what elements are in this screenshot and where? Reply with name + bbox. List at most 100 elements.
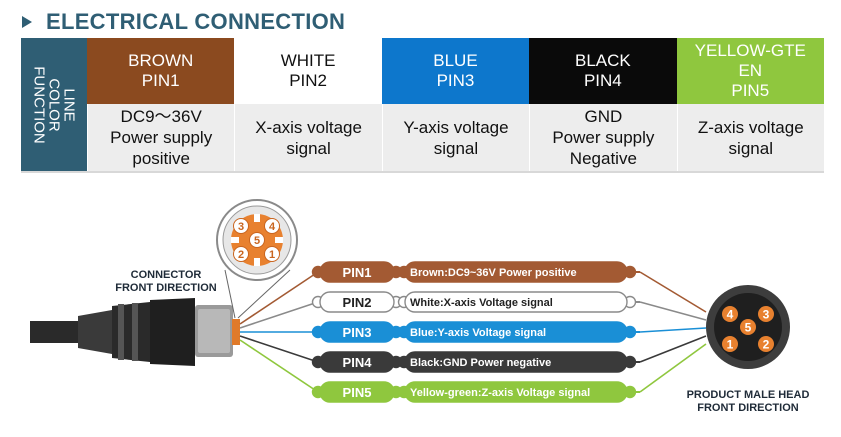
wire-line <box>239 339 319 393</box>
desc-pill <box>404 291 628 313</box>
wire-description: Yellow-green:Z-axis Voltage signal <box>410 387 590 399</box>
male-pin-dot <box>722 306 738 322</box>
line-color-cell: BROWN PIN1 <box>87 38 235 104</box>
function-line: GND <box>584 107 623 126</box>
male-pin-number: 5 <box>745 321 752 335</box>
connector-direction-label: CONNECTOR <box>131 269 202 281</box>
pin-label: PIN5 <box>731 81 770 100</box>
pin-table: LINE COLOR FUNCTION BROWN PIN1 DC9～36V P… <box>21 38 824 173</box>
male-pin-number: 4 <box>727 308 734 322</box>
wire-line <box>639 327 707 333</box>
function-cell: X-axis voltage signal <box>234 104 382 171</box>
wire-line <box>639 301 707 321</box>
connector-pin-dot <box>249 232 265 248</box>
wire-pin5: PIN5 Yellow-green:Z-axis Voltage signal <box>239 339 707 403</box>
male-pin-dot <box>758 306 774 322</box>
function-cell: GND Power supply Negative <box>529 104 677 171</box>
row-header-line: COLOR <box>45 77 63 132</box>
wire-description: Brown:DC9~36V Power positive <box>410 267 577 279</box>
connector-pin-number: 1 <box>269 249 275 261</box>
function-line: signal <box>433 138 479 158</box>
wire-pin3: PIN3 Blue:Y-axis Voltage signal <box>240 321 707 343</box>
color-name: EN <box>738 61 763 80</box>
male-head-direction-label: FRONT DIRECTION <box>697 402 798 414</box>
function-cell: DC9～36V Power supply positive <box>87 104 235 171</box>
pin-pill-label: PIN5 <box>343 385 372 400</box>
pin-pill <box>319 261 395 283</box>
function-line: signal <box>286 138 331 158</box>
connector-pins: 3 452 1 <box>233 218 280 262</box>
wiring-diagram: CONNECTOR FRONT DIRECTION PRODUCT MALE H… <box>30 199 810 414</box>
connector-pin-number: 5 <box>254 235 260 247</box>
function-line: Z-axis voltage <box>697 117 804 137</box>
wire-line <box>239 335 319 363</box>
male-pin-dot <box>722 336 738 352</box>
function-line: signal <box>728 138 773 158</box>
connector-pin-number: 3 <box>238 221 244 233</box>
male-pin-number: 3 <box>763 308 770 322</box>
pin-column-1: BROWN PIN1 DC9～36V Power supply positive <box>87 38 235 171</box>
male-pins: 4 351 2 <box>722 306 774 352</box>
function-cell: Z-axis voltage signal <box>676 104 824 171</box>
cable-connector <box>30 298 240 366</box>
pin-pill <box>319 291 395 313</box>
wire-line <box>639 343 707 393</box>
pin-column-4: BLACK PIN4 GND Power supply Negative <box>529 38 677 171</box>
male-pin-dot <box>740 319 756 335</box>
row-header-line: LINE <box>60 87 78 122</box>
desc-pill <box>404 351 628 373</box>
desc-pill <box>404 321 628 343</box>
section-heading: ELECTRICAL CONNECTION <box>22 8 345 36</box>
male-pin-number: 2 <box>763 338 770 352</box>
line-color-cell: WHITE PIN2 <box>234 38 382 104</box>
color-name: BLACK <box>574 51 631 70</box>
wire-description: White:X-axis Voltage signal <box>410 297 553 309</box>
line-color-cell: YELLOW-GTE EN PIN5 <box>676 38 824 104</box>
male-head-direction-label: PRODUCT MALE HEAD <box>687 389 810 401</box>
pin-label: PIN1 <box>141 71 180 90</box>
pin-label: PIN2 <box>289 71 327 90</box>
pin-pill-label: PIN3 <box>343 325 372 340</box>
pin-label: PIN4 <box>583 71 622 90</box>
male-pin-number: 1 <box>727 338 734 352</box>
wire-pin4: PIN4 Black:GND Power negative <box>239 335 707 373</box>
pin-pill <box>319 321 395 343</box>
connector-pin-dot <box>264 246 280 262</box>
desc-pill <box>404 381 628 403</box>
pin-column-3: BLUE PIN3 Y-axis voltage signal <box>381 38 530 171</box>
wire-description: Blue:Y-axis Voltage signal <box>410 327 546 339</box>
connector-pin-number: 4 <box>269 221 276 233</box>
connector-face <box>216 199 298 319</box>
wire-description: Black:GND Power negative <box>410 357 551 369</box>
pin-pill-label: PIN4 <box>343 355 373 370</box>
pin-column-2: WHITE PIN2 X-axis voltage signal <box>234 38 382 171</box>
function-line: Power supply <box>552 128 655 147</box>
color-name: BROWN <box>128 51 194 70</box>
line-color-cell: BLUE PIN3 <box>381 38 530 104</box>
connector-pin-number: 2 <box>238 249 244 261</box>
function-line: X-axis voltage <box>255 117 362 137</box>
pin-pill-label: PIN1 <box>343 265 372 280</box>
wire-pin1: PIN1 Brown:DC9~36V Power positive <box>239 261 707 325</box>
pin-pill <box>319 351 395 373</box>
male-pin-dot <box>758 336 774 352</box>
function-line: Y-axis voltage <box>403 117 509 137</box>
connector-direction-label: FRONT DIRECTION <box>115 282 216 294</box>
pin-pill <box>319 381 395 403</box>
pin-label: PIN3 <box>436 71 475 90</box>
wire-line <box>239 301 319 329</box>
pin-column-5: YELLOW-GTE EN PIN5 Z-axis voltage signal <box>676 38 824 171</box>
function-line: DC9～36V <box>120 107 202 126</box>
triangle-bullet-icon <box>22 16 32 28</box>
color-name: YELLOW-GTE <box>694 41 806 60</box>
desc-pill <box>404 261 628 283</box>
wire-line <box>639 271 707 313</box>
row-header-line: FUNCTION <box>30 65 48 144</box>
wire-line <box>639 335 707 363</box>
color-name: WHITE <box>280 51 336 70</box>
line-color-cell: BLACK PIN4 <box>529 38 677 104</box>
function-cell: Y-axis voltage signal <box>381 104 530 171</box>
connector-pin-dot <box>264 218 280 234</box>
function-line: positive <box>132 149 190 168</box>
